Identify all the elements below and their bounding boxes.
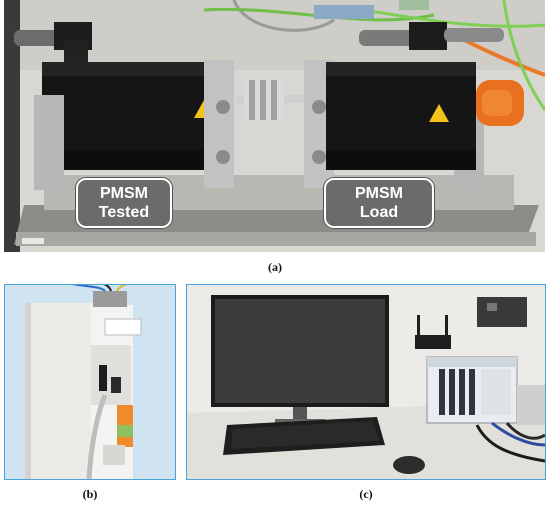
pmsm-load-line1: PMSM bbox=[355, 185, 403, 202]
photo-panel-c bbox=[186, 284, 546, 480]
photo-panel-a: PMSM Tested PMSM Load bbox=[4, 0, 545, 252]
pmsm-load-line2: Load bbox=[359, 204, 399, 221]
caption-b: (b) bbox=[82, 487, 98, 501]
pmsm-tested-line1: PMSM bbox=[100, 185, 148, 202]
pmsm-tested-line2: Tested bbox=[98, 204, 150, 221]
motor-test-bench-photo bbox=[4, 0, 545, 252]
servo-drive-photo bbox=[5, 285, 175, 479]
lab-workstation-photo bbox=[187, 285, 545, 479]
pmsm-tested-label: PMSM Tested bbox=[76, 178, 172, 228]
pmsm-load-label: PMSM Load bbox=[324, 178, 434, 228]
caption-c: (c) bbox=[359, 487, 373, 501]
caption-a: (a) bbox=[268, 260, 282, 274]
photo-panel-b bbox=[4, 284, 176, 480]
